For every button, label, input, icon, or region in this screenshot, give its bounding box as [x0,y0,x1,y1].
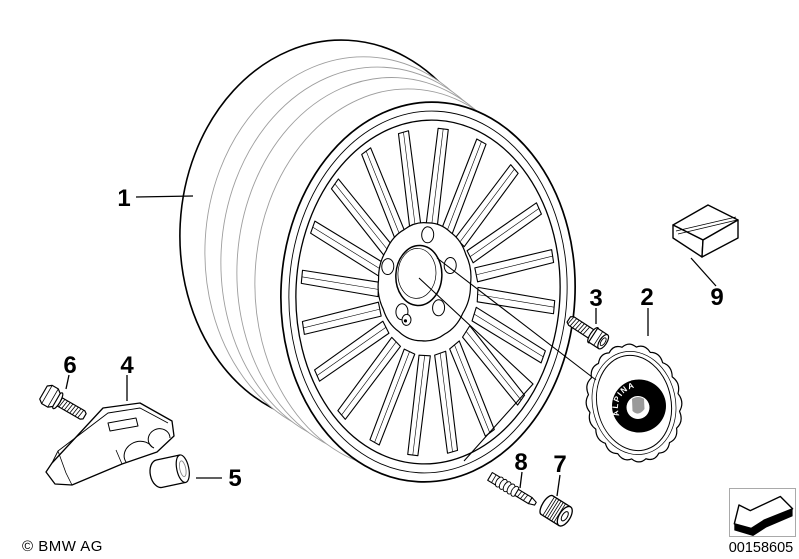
part-3-bolt [566,316,610,350]
copyright-text: © BMW AG [22,538,103,555]
leader-hub-to-cap [436,257,597,381]
part-4-sensor [45,402,175,486]
leader-7 [556,474,561,497]
callout-6[interactable]: 6 [63,352,76,379]
callout-4[interactable]: 4 [120,352,134,379]
leader-lines [65,195,717,497]
leader-hub-to-valve [418,277,534,462]
part-7-valve-cap [539,494,573,527]
wheel-hub [377,222,472,342]
callout-1[interactable]: 1 [117,185,130,212]
leader-8 [519,471,523,489]
cap-logo-shield [632,397,645,414]
callout-9[interactable]: 9 [710,284,723,311]
bolt-hole [421,226,435,244]
bolt-hole [381,258,395,276]
document-number: 00158605 [728,540,794,556]
leader-6 [65,374,70,390]
arrow-down-left-icon [733,495,794,536]
leader-9 [690,257,717,287]
part-6-screw [39,384,87,420]
wheel-illustration [179,39,576,483]
part-9-box [672,204,739,258]
callout-7[interactable]: 7 [553,451,566,478]
part-8-valve-core [487,471,537,506]
direction-arrow-box [729,488,796,537]
wheel-spokes [300,127,556,457]
callout-8[interactable]: 8 [514,449,527,476]
part-2-hub-cap: ALPINA [585,343,683,463]
callout-2[interactable]: 2 [640,284,653,311]
leader-1 [135,195,194,198]
callout-3[interactable]: 3 [589,285,602,312]
bolt-hole [432,299,446,317]
bolt-hole [443,257,457,275]
callout-5[interactable]: 5 [228,465,241,492]
part-5-cap [149,454,190,489]
